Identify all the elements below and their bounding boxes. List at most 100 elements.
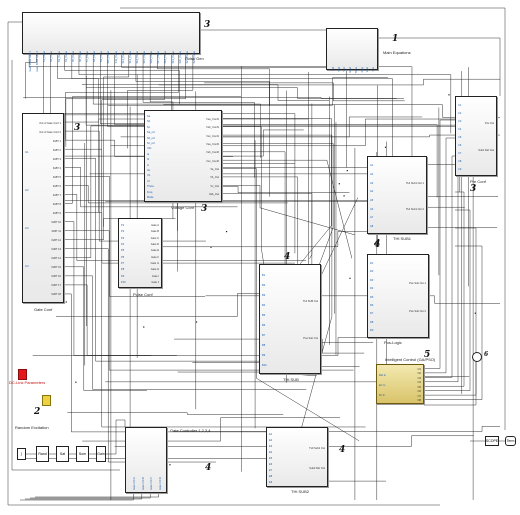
chain-block-rand[interactable]: Rand — [36, 446, 49, 462]
dc-link-indicator[interactable] — [18, 369, 27, 380]
port-label: Vdc — [147, 147, 152, 151]
port-label: In4 — [25, 264, 29, 268]
port-label: E2 — [269, 438, 273, 442]
port-label: P7 — [121, 262, 125, 266]
port-label: THI SUB Out — [302, 300, 318, 304]
port-label: S16_Pulse — [150, 51, 154, 64]
port-label: Gate A — [151, 223, 159, 227]
port-label: Ia — [147, 152, 150, 156]
main-equations-label: Main Equations — [383, 50, 411, 55]
port-label: Vsc_Conf1 — [206, 134, 219, 138]
thi-sub1-number: 4 — [374, 239, 381, 249]
gate-controller-label: Gate Controller 1,2,3,4 — [170, 428, 211, 433]
intelligent-control-number: 5 — [424, 350, 431, 360]
port-label: S20_Pulse — [178, 51, 182, 64]
port-label: Gate Ctrl D — [158, 477, 162, 490]
port-label: C9 — [458, 167, 462, 171]
port-label: Vb_Out — [210, 176, 219, 180]
port-label: Freq — [360, 67, 364, 73]
port-label: Gate Ctrl C — [150, 477, 154, 490]
port-label: A1 — [370, 164, 374, 168]
port-label: C5 — [458, 135, 462, 139]
port-label: A4 — [370, 190, 374, 194]
port-label: Out of Gate Conf 2 — [39, 130, 61, 134]
port-label: IGBT 4 — [52, 166, 61, 170]
port-label: In1 — [25, 150, 29, 154]
chain-block-sum[interactable]: Sum — [76, 446, 89, 462]
port-label: Vc_Out — [210, 184, 219, 188]
port-label: THI Sub2 Out — [309, 446, 325, 450]
port-label: Sb_ref — [147, 136, 155, 140]
scope-header-block[interactable]: SCOPE — [485, 436, 499, 446]
chain-block-gain[interactable]: Gain — [96, 446, 106, 462]
port-label: Sc — [147, 125, 151, 129]
port-label: O5 — [417, 385, 421, 389]
port-label: IGBT 13 — [51, 248, 61, 252]
scope-circle-icon[interactable] — [472, 352, 482, 362]
port-label: S4_Pulse — [64, 51, 68, 63]
pulse-conf-label: Pulse Conf — [133, 292, 153, 297]
scope-header-label: SCOPE — [485, 439, 499, 443]
port-label: IGBT 12 — [51, 239, 61, 243]
port-label: Sa — [147, 114, 151, 118]
port-label: B3 — [262, 293, 266, 297]
port-label: Theta — [147, 185, 154, 189]
port-label: IGBT 7 — [52, 193, 61, 197]
port-label: Gate Pulse Gen 2 — [36, 51, 40, 72]
port-label: Vsb_Conf1 — [206, 126, 219, 130]
port-label: S12_Pulse — [121, 51, 125, 64]
port-label: E5 — [269, 456, 273, 460]
port-label: THI Sub1 Out 2 — [405, 207, 424, 211]
port-label: Gate J — [151, 281, 159, 285]
port-label: P6 — [121, 255, 125, 259]
port-label: Sub1 Ref Out — [478, 148, 494, 152]
port-label: S6_Pulse — [78, 51, 82, 63]
port-label: Pre Out — [485, 122, 494, 126]
port-label: S14_Pulse — [135, 51, 139, 64]
port-label: Vsc_Conf2 — [206, 159, 219, 163]
scope-terminator-block[interactable]: Term — [505, 436, 516, 446]
port-label: P8 — [121, 268, 125, 272]
port-label: D7 — [370, 312, 374, 316]
chain-label-sum: Sum — [78, 452, 87, 456]
port-label: B5 — [262, 313, 266, 317]
gate-conf-number: 3 — [74, 123, 81, 133]
port-label: IGBT 2 — [52, 148, 61, 152]
chain-block-sat[interactable]: Sat — [56, 446, 69, 462]
port-label: IGBT 14 — [51, 257, 61, 261]
port-label: Err In — [379, 383, 386, 387]
port-label: O2 — [417, 372, 421, 376]
port-label: A7 — [370, 216, 374, 220]
pre-conf-label: Pre Conf — [470, 179, 486, 184]
port-label: Gate G — [150, 262, 159, 266]
port-label: P2 — [121, 230, 125, 234]
port-label: O4 — [417, 381, 421, 385]
port-label: Iload — [349, 67, 353, 73]
signal-source-block[interactable]: ∫ — [17, 448, 26, 460]
port-label: D9 — [370, 329, 374, 333]
port-label: Out of Gate Conf 1 — [39, 121, 61, 125]
yellow-constant-block[interactable] — [42, 395, 51, 406]
port-label: IGBT 1 — [52, 139, 61, 143]
port-label: IGBT 6 — [52, 184, 61, 188]
